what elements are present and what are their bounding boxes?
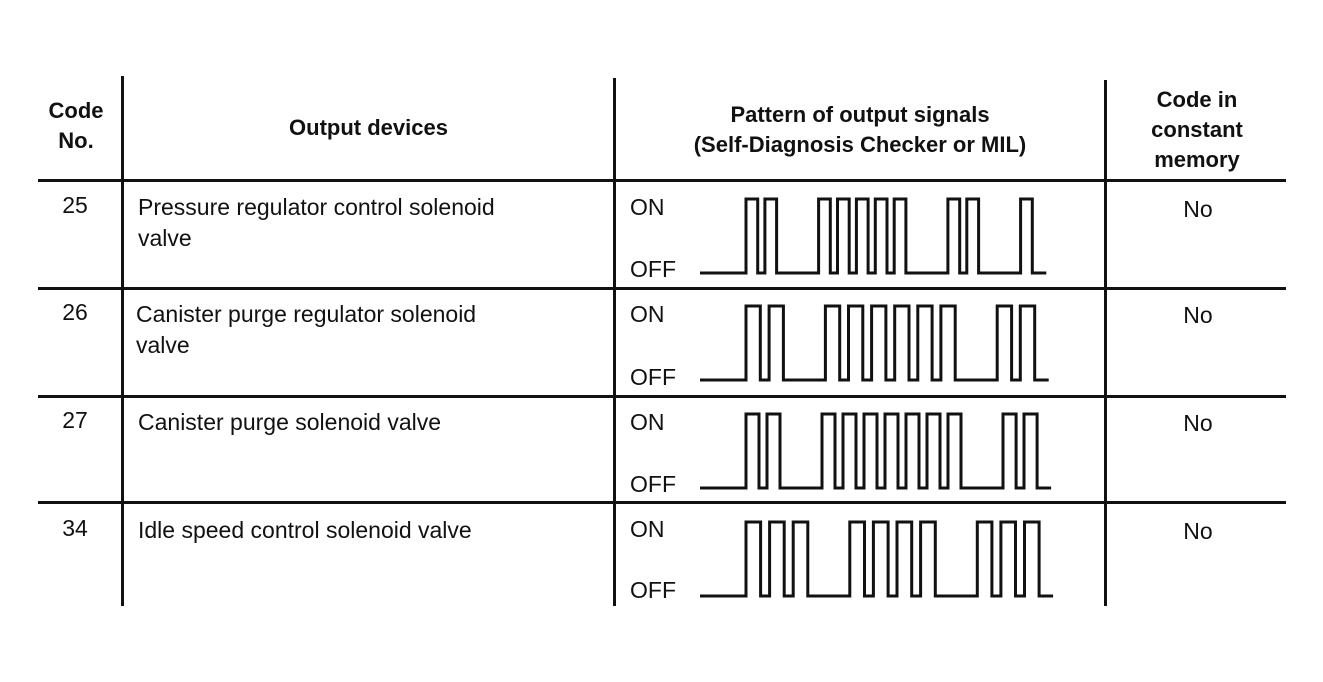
row-4-signal-waveform [700, 520, 1054, 598]
row-4-off-label: OFF [630, 577, 676, 603]
signal-trace [700, 520, 1054, 598]
row-1-memory: No [1183, 196, 1213, 222]
header-pattern-line1: Pattern of output signals [730, 102, 990, 127]
row-2-memory: No [1183, 302, 1213, 328]
row-3-device: Canister purge solenoid valve [138, 407, 578, 438]
row-1-device-line2: valve [138, 225, 192, 251]
row-1-device: Pressure regulator control solenoid valv… [138, 192, 578, 254]
row-1-on-label: ON [630, 194, 665, 220]
row-4-memory: No [1183, 518, 1213, 544]
row-3-memory: No [1183, 410, 1213, 436]
row-4-on-label: ON [630, 516, 665, 542]
header-output-devices: Output devices [124, 113, 613, 143]
row-1-signal-waveform [700, 197, 1047, 275]
row-2-device-line1: Canister purge regulator solenoid [136, 301, 477, 327]
header-pattern: Pattern of output signals (Self-Diagnosi… [616, 100, 1104, 160]
signal-trace [700, 304, 1049, 382]
column-divider-1 [121, 76, 124, 606]
row-2-off-label: OFF [630, 364, 676, 390]
row-4-code: 34 [62, 515, 88, 541]
header-constant-memory: Code in constant memory [1107, 85, 1287, 175]
row-divider-2 [38, 395, 1286, 398]
row-3-device-line1: Canister purge solenoid valve [138, 409, 442, 435]
header-devices-label: Output devices [289, 115, 448, 140]
row-4-device: Idle speed control solenoid valve [138, 515, 578, 546]
header-pattern-line2: (Self-Diagnosis Checker or MIL) [693, 132, 1027, 157]
row-2-device: Canister purge regulator solenoid valve [136, 299, 576, 361]
row-1-code: 25 [62, 192, 88, 218]
row-4-device-line1: Idle speed control solenoid valve [138, 517, 472, 543]
row-2-signal-waveform [700, 304, 1049, 382]
row-2-on-label: ON [630, 301, 665, 327]
row-1-off-label: OFF [630, 256, 676, 282]
row-2-code: 26 [62, 299, 88, 325]
header-memory-line3: memory [1154, 147, 1240, 172]
row-2-device-line2: valve [136, 332, 190, 358]
header-memory-line2: constant [1151, 117, 1243, 142]
row-3-off-label: OFF [630, 471, 676, 497]
header-code-line1: Code [48, 98, 104, 123]
header-code-line2: No. [58, 128, 94, 153]
row-divider-1 [38, 287, 1286, 290]
column-divider-3 [1104, 80, 1107, 606]
row-3-code: 27 [62, 407, 88, 433]
signal-trace [700, 197, 1047, 275]
row-1-device-line1: Pressure regulator control solenoid [138, 194, 495, 220]
column-divider-2 [613, 78, 616, 606]
row-3-on-label: ON [630, 409, 665, 435]
row-3-signal-waveform [700, 412, 1052, 490]
signal-trace [700, 412, 1052, 490]
header-memory-line1: Code in [1156, 87, 1238, 112]
header-code-no: Code No. [30, 96, 122, 156]
row-divider-3 [38, 501, 1286, 504]
header-bottom-rule [38, 179, 1286, 182]
